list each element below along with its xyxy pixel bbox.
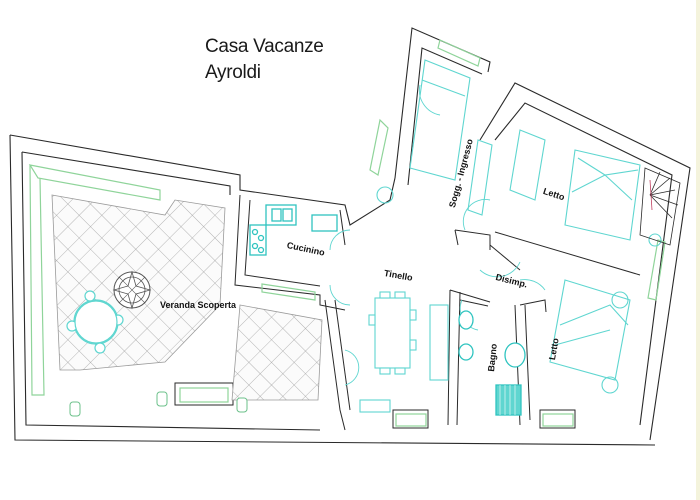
dining-table (359, 291, 449, 413)
plan-title: Casa Vacanze (205, 36, 324, 57)
bedroom2-furniture (549, 279, 631, 394)
staircase (639, 167, 681, 246)
bedroom1-furniture (509, 129, 662, 247)
kitchen-fixtures (249, 204, 338, 256)
planters (69, 391, 248, 417)
veranda-table (66, 290, 124, 354)
page-edge (696, 0, 700, 500)
plan-subtitle: Ayroldi (205, 62, 261, 83)
bathroom-fixtures (458, 310, 526, 416)
sofa-bed (376, 59, 493, 216)
veranda-tiles (51, 194, 323, 401)
room-label-veranda: Veranda Scoperta (160, 300, 237, 310)
windows (28, 39, 666, 427)
